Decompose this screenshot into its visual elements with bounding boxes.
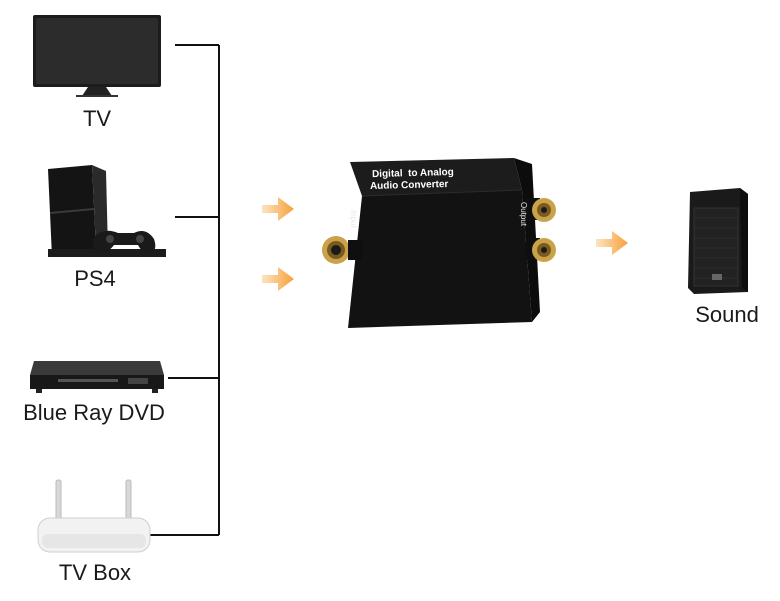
- input-arrow-2-icon: [262, 267, 294, 291]
- tv-icon: [33, 15, 161, 97]
- source-label-blue-ray-dvd: Blue Ray DVD: [23, 400, 165, 425]
- dvd-player-icon: [30, 361, 164, 393]
- dvd-device: [28, 357, 166, 395]
- output-arrow-icon: [596, 231, 628, 255]
- speaker-icon: [688, 188, 748, 294]
- output-label-sound: Sound: [695, 302, 759, 327]
- converter-title-line2: Audio Converter: [369, 178, 449, 193]
- source-label-ps4: PS4: [74, 266, 116, 291]
- speaker-device: [684, 188, 754, 296]
- dac-converter-icon: [322, 158, 556, 328]
- source-label-tv: TV: [82, 106, 112, 131]
- converter-input-label: Input: [349, 210, 358, 228]
- converter-output-label: Output: [519, 202, 528, 227]
- converter-title-line1: Digital to Analog: [371, 166, 454, 181]
- ps4-device: [40, 165, 170, 263]
- converter-device: Digital to Analog Audio Converter Input …: [318, 156, 568, 334]
- set-top-box-icon: [37, 479, 151, 553]
- tv-device: [32, 14, 162, 98]
- tv-box-device: [34, 478, 154, 556]
- source-label-tv-box: TV Box: [58, 560, 132, 585]
- game-console-icon: [48, 165, 166, 257]
- input-arrow-1-icon: [262, 197, 294, 221]
